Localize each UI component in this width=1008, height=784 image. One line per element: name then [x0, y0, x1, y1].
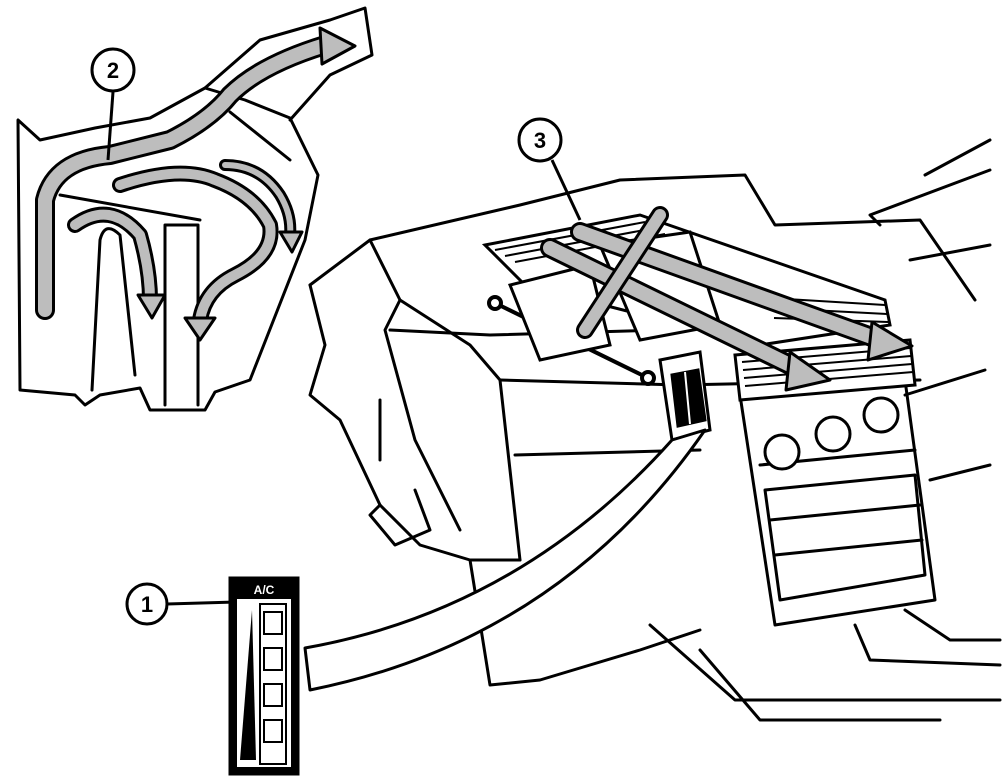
airflow-arrowhead-main	[318, 26, 357, 66]
duct-partition-left	[90, 227, 137, 392]
callout-3-label: 3	[534, 128, 546, 153]
center-console	[648, 623, 1002, 702]
dash-airflow-arrows	[540, 206, 914, 392]
temperature-wedge-icon	[240, 610, 256, 760]
climate-control-panel: A/C	[228, 576, 300, 776]
callout-1-circle	[125, 582, 169, 626]
callout-3: 3	[517, 117, 582, 221]
upper-outlet-duct	[203, 6, 374, 122]
duct-flap-line	[58, 193, 202, 222]
steering-column	[368, 488, 432, 547]
control-panel-pointer	[303, 428, 707, 692]
lower-dash-panel	[468, 558, 702, 687]
dial-left-icon	[763, 433, 801, 471]
callout-1: 1	[125, 582, 237, 626]
dial-right-icon	[862, 396, 900, 434]
dash-control-unit	[658, 350, 712, 442]
callout-2: 2	[90, 47, 136, 161]
dial-center-icon	[814, 415, 852, 453]
callout-2-circle	[90, 47, 136, 93]
duct-flap-line-upper	[228, 110, 292, 162]
climate-dials	[763, 396, 900, 471]
callout-3-circle	[517, 117, 563, 163]
duct-cross-section-inset	[16, 6, 374, 412]
instrument-hood	[308, 283, 522, 562]
duct-housing-outline	[16, 86, 320, 412]
dashboard-top-surface	[308, 173, 977, 302]
dash-front-face	[398, 298, 522, 562]
control-panel-label: A/C	[254, 583, 275, 597]
inset-airflow-arrows	[35, 26, 357, 342]
callout-1-label: 1	[141, 592, 153, 617]
center-stack-radio	[763, 473, 927, 602]
callout-2-label: 2	[107, 58, 119, 83]
right-dash-panel	[868, 168, 992, 227]
